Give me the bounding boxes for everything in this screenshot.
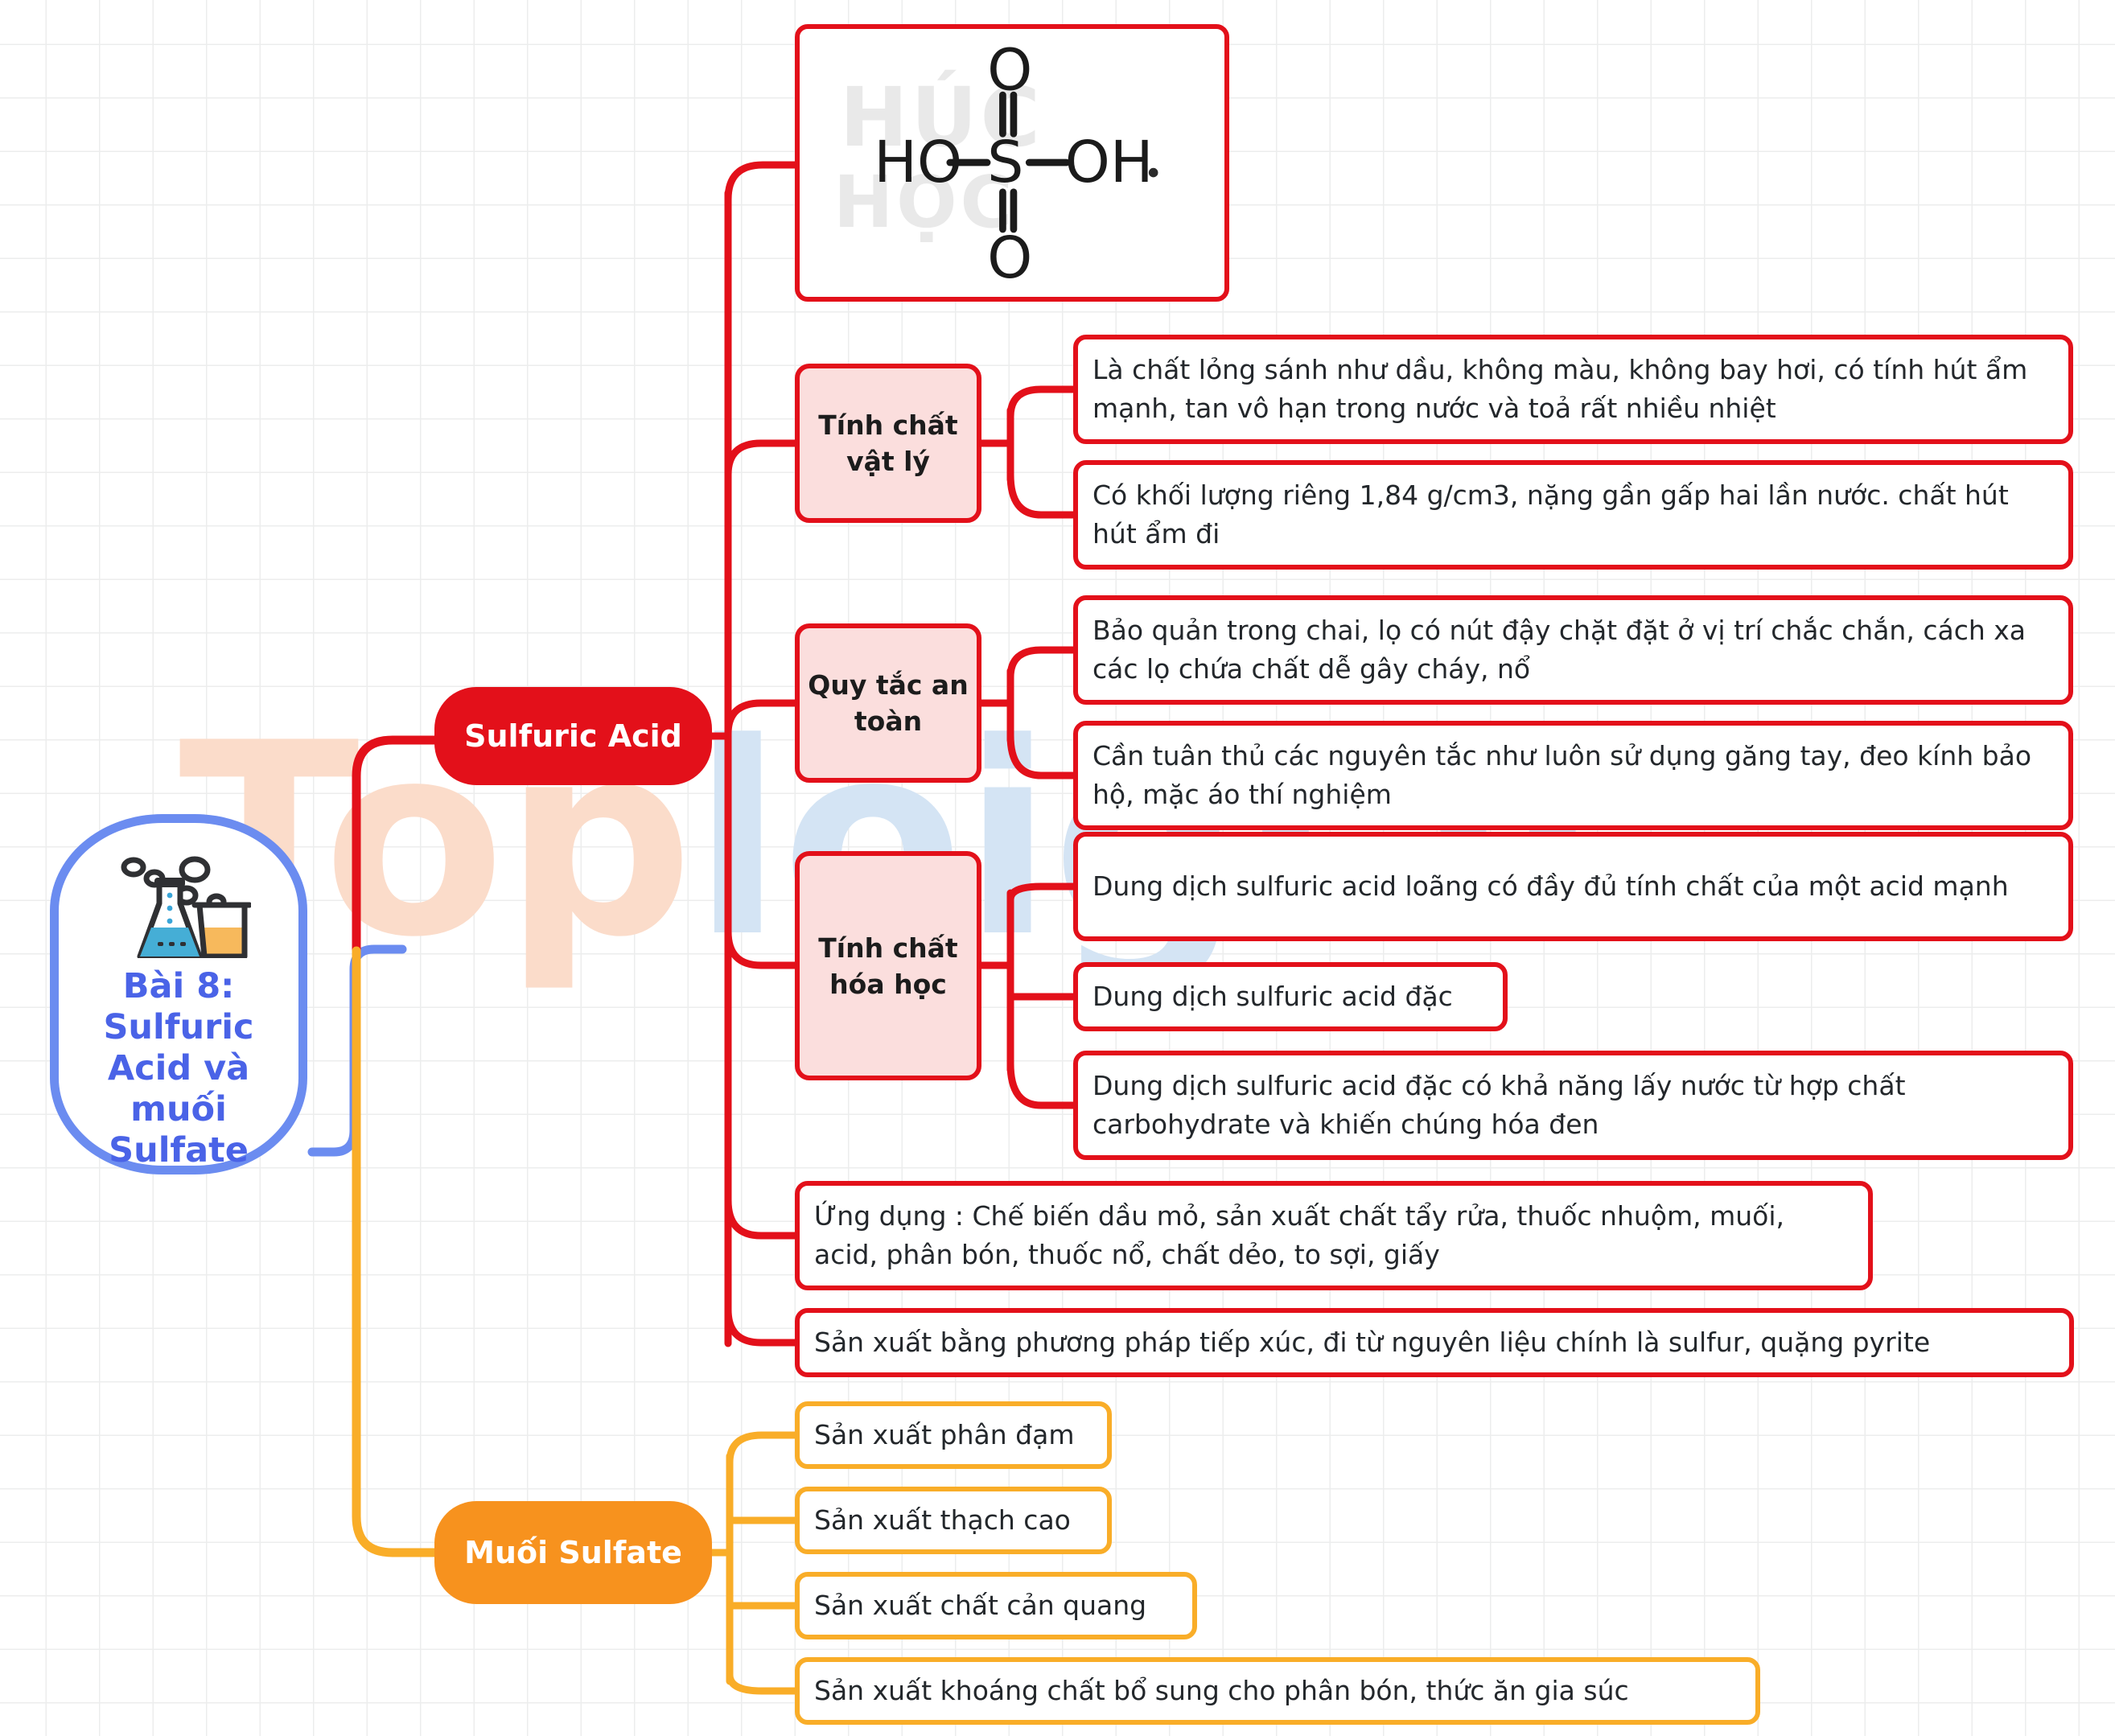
leaf-hoa-hoc-2[interactable]: Dung dịch sulfuric acid đặc <box>1073 962 1508 1031</box>
sulfuric-acid-structure-image: HÚC HỌC HO S OH O O <box>795 24 1229 302</box>
formula-right-group: OH <box>1065 129 1154 195</box>
subcategory-tinh-chat-hoa-hoc[interactable]: Tính chất hóa học <box>795 851 981 1080</box>
branch-sulfuric-acid-label: Sulfuric Acid <box>464 718 682 754</box>
svg-text:HÚC: HÚC <box>840 69 1043 165</box>
leaf-sulfate-1-text: Sản xuất phân đạm <box>814 1419 1075 1450</box>
leaf-an-toan-2-text: Cần tuân thủ các nguyên tắc như luôn sử … <box>1092 740 2032 810</box>
h2so4-structural-formula-icon: HÚC HỌC HO S OH O O <box>833 36 1158 291</box>
leaf-san-xuat-text: Sản xuất bằng phương pháp tiếp xúc, đi t… <box>814 1327 1931 1358</box>
formula-sulfur: S <box>987 129 1023 195</box>
leaf-vat-ly-1[interactable]: Là chất lỏng sánh như dầu, không màu, kh… <box>1073 335 2073 444</box>
chemistry-flask-icon <box>106 854 253 960</box>
leaf-sulfate-1[interactable]: Sản xuất phân đạm <box>795 1401 1112 1469</box>
branch-sulfuric-acid[interactable]: Sulfuric Acid <box>434 687 712 785</box>
leaf-vat-ly-1-text: Là chất lỏng sánh như dầu, không màu, kh… <box>1092 354 2028 424</box>
subcategory-hoa-hoc-label: Tính chất hóa học <box>818 932 958 1000</box>
leaf-sulfate-4[interactable]: Sản xuất khoáng chất bổ sung cho phân bó… <box>795 1657 1760 1725</box>
subcategory-an-toan-label: Quy tắc an toàn <box>808 669 969 737</box>
leaf-an-toan-1-text: Bảo quản trong chai, lọ có nút đậy chặt … <box>1092 615 2026 685</box>
subcategory-vat-ly-label: Tính chất vật lý <box>818 409 958 477</box>
leaf-sulfate-4-text: Sản xuất khoáng chất bổ sung cho phân bó… <box>814 1675 1629 1706</box>
leaf-vat-ly-2-text: Có khối lượng riêng 1,84 g/cm3, nặng gần… <box>1092 479 2009 549</box>
leaf-vat-ly-2[interactable]: Có khối lượng riêng 1,84 g/cm3, nặng gần… <box>1073 460 2073 570</box>
leaf-hoa-hoc-3-text: Dung dịch sulfuric acid đặc có khả năng … <box>1092 1070 1906 1140</box>
leaf-san-xuat[interactable]: Sản xuất bằng phương pháp tiếp xúc, đi t… <box>795 1308 2074 1377</box>
leaf-an-toan-2[interactable]: Cần tuân thủ các nguyên tắc như luôn sử … <box>1073 721 2073 830</box>
leaf-hoa-hoc-1-text: Dung dịch sulfuric acid loãng có đầy đủ … <box>1092 870 2009 902</box>
branch-muoi-sulfate-label: Muối Sulfate <box>464 1535 682 1570</box>
root-title: Bài 8: Sulfuric Acid và muối Sulfate <box>103 966 254 1170</box>
leaf-hoa-hoc-2-text: Dung dịch sulfuric acid đặc <box>1092 981 1453 1012</box>
leaf-sulfate-2[interactable]: Sản xuất thạch cao <box>795 1487 1112 1554</box>
leaf-hoa-hoc-1[interactable]: Dung dịch sulfuric acid loãng có đầy đủ … <box>1073 832 2073 941</box>
leaf-ung-dung-text: Ứng dụng : Chế biến dầu mỏ, sản xuất chấ… <box>814 1200 1784 1270</box>
subcategory-quy-tac-an-toan[interactable]: Quy tắc an toàn <box>795 623 981 783</box>
branch-muoi-sulfate[interactable]: Muối Sulfate <box>434 1501 712 1604</box>
leaf-sulfate-2-text: Sản xuất thạch cao <box>814 1504 1071 1536</box>
subcategory-tinh-chat-vat-ly[interactable]: Tính chất vật lý <box>795 364 981 523</box>
leaf-sulfate-3[interactable]: Sản xuất chất cản quang <box>795 1572 1197 1639</box>
leaf-ung-dung[interactable]: Ứng dụng : Chế biến dầu mỏ, sản xuất chấ… <box>795 1181 1873 1290</box>
leaf-hoa-hoc-3[interactable]: Dung dịch sulfuric acid đặc có khả năng … <box>1073 1051 2073 1160</box>
formula-left-group: HO <box>874 129 962 195</box>
leaf-an-toan-1[interactable]: Bảo quản trong chai, lọ có nút đậy chặt … <box>1073 595 2073 705</box>
formula-bottom-oxygen: O <box>987 224 1032 291</box>
formula-top-oxygen: O <box>987 36 1032 103</box>
svg-text:HỌC: HỌC <box>833 161 1016 244</box>
leaf-sulfate-3-text: Sản xuất chất cản quang <box>814 1590 1147 1621</box>
root-node[interactable]: Bài 8: Sulfuric Acid và muối Sulfate <box>50 814 307 1174</box>
